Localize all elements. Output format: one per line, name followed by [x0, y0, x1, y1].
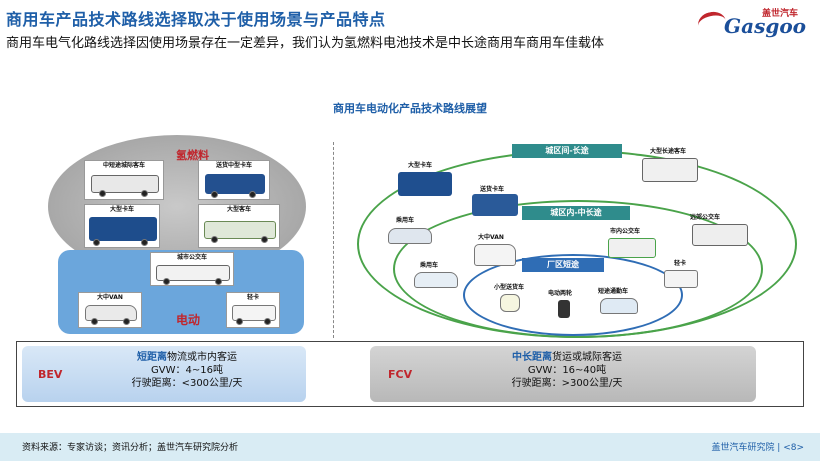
vehicle-label: 大中VAN [478, 234, 504, 241]
wheel-icon [211, 236, 218, 243]
bev-line-1-rest: 物流或市内客运 [167, 352, 237, 363]
gasgoo-logo: 盖世汽车 Gasgoo [696, 4, 806, 42]
wheel-icon [123, 318, 130, 325]
wheel-icon [163, 278, 170, 285]
vehicle-card-heavy-truck: 大型卡车 [84, 204, 160, 248]
vehicle-card-large-bus: 大型客车 [198, 204, 280, 248]
vehicle-label: 轻卡 [674, 260, 687, 267]
mini-delivery-icon [500, 294, 520, 312]
electric-label: 电动 [176, 313, 201, 327]
shuttle-icon [600, 298, 638, 314]
page-subtitle: 商用车电气化路线选择因使用场景存在一定差异，我们认为氢燃料电池技术是中长途商用车… [6, 36, 605, 51]
bev-line-1: 短距离物流或市内客运 [102, 351, 272, 364]
urban-mid-long-ring [393, 200, 763, 338]
truck-icon [89, 217, 157, 241]
fcv-label: FCV [388, 368, 413, 381]
vehicle-label: 小型送货车 [494, 284, 525, 291]
vehicle-card-city-bus: 城市公交车 [150, 252, 234, 286]
wheel-icon [99, 190, 106, 197]
bev-box [22, 346, 306, 402]
bev-line-2: GVW：4~16吨 [151, 365, 223, 376]
bev-highlight: 短距离 [137, 352, 167, 363]
vehicle-label: 大型卡车 [109, 206, 134, 213]
wheel-icon [91, 318, 98, 325]
truck-icon [472, 194, 518, 216]
bus-icon [156, 265, 230, 281]
van-icon [85, 305, 137, 321]
vehicle-label: 中短途城际客车 [102, 162, 145, 169]
bev-line-3: 行驶距离：<300公里/天 [131, 378, 243, 389]
wheel-icon [249, 191, 256, 198]
vehicle-card-intercity-bus: 中短途城际客车 [84, 160, 164, 200]
vehicle-label: 乘用车 [420, 262, 439, 269]
vehicle-label: 大中VAN [97, 294, 123, 301]
vehicle-label: 送货卡车 [480, 186, 505, 193]
vehicle-label: 市内公交车 [610, 228, 641, 235]
wheel-icon [261, 236, 268, 243]
fcv-line-1-rest: 货运或城际客运 [552, 352, 622, 363]
vehicle-label: 大型卡车 [408, 162, 433, 169]
fcv-line-1: 中长距离货运或城际客运 [482, 351, 652, 364]
fcv-line-2: GVW：16~40吨 [527, 365, 607, 376]
vehicle-label: 城市公交车 [176, 254, 207, 261]
fcv-line-3: 行驶距离：>300公里/天 [511, 378, 623, 389]
vehicle-label: 送货中型卡车 [215, 162, 252, 169]
zone-tag-campus: 厂区短途 [522, 258, 604, 272]
car-icon [388, 228, 432, 244]
diagram-title: 商用车电动化产品技术路线展望 [333, 102, 487, 115]
vehicle-label: 大型客车 [226, 206, 251, 213]
zone-tag-intercity: 城区间-长途 [512, 144, 622, 158]
vehicle-label: 大型长途客车 [650, 148, 687, 155]
bus-icon [91, 175, 159, 193]
light-truck-icon [232, 305, 276, 321]
zone-tag-urban: 城区内-中长途 [522, 206, 630, 220]
wheel-icon [236, 318, 243, 325]
vehicle-label: 乘用车 [396, 217, 415, 224]
vehicle-card-delivery-truck: 送货中型卡车 [198, 160, 270, 200]
vehicle-label: 远郊公交车 [690, 214, 721, 221]
diagram-divider [333, 142, 334, 338]
logo-subtext: 盖世汽车 [761, 9, 798, 19]
fcv-highlight: 中长距离 [512, 352, 552, 363]
vehicle-label: 短途通勤车 [598, 288, 629, 295]
coach-icon [642, 158, 698, 182]
truck-icon [398, 172, 452, 196]
bus-icon [608, 238, 656, 258]
light-truck-icon [664, 270, 698, 288]
wheel-icon [264, 318, 271, 325]
logo-wordmark: Gasgoo [724, 14, 806, 38]
wheel-icon [141, 239, 148, 246]
fcv-box [370, 346, 756, 402]
vehicle-card-light-truck: 轻卡 [226, 292, 280, 328]
wheel-icon [141, 190, 148, 197]
wheel-icon [215, 278, 222, 285]
bus-icon [204, 221, 276, 239]
page-title: 商用车产品技术路线选择取决于使用场景与产品特点 [6, 10, 386, 29]
truck-icon [205, 174, 265, 194]
footer-bar [0, 433, 820, 461]
vehicle-label: 轻卡 [246, 294, 259, 301]
bus-icon [692, 224, 748, 246]
campus-short-ring [463, 254, 683, 336]
vehicle-label: 电动两轮 [548, 290, 573, 297]
wheel-icon [93, 239, 100, 246]
bev-description: 短距离物流或市内客运 GVW：4~16吨 行驶距离：<300公里/天 [102, 351, 272, 390]
page-number: 盖世汽车研究院 | <8> [711, 443, 804, 453]
hydrogen-label: 氢燃料 [176, 149, 209, 162]
fcv-description: 中长距离货运或城际客运 GVW：16~40吨 行驶距离：>300公里/天 [482, 351, 652, 390]
van-icon [474, 244, 516, 266]
wheel-icon [211, 191, 218, 198]
bev-label: BEV [38, 368, 63, 381]
car-icon [414, 272, 458, 288]
vehicle-card-van: 大中VAN [78, 292, 142, 328]
source-note: 资料来源：专家访谈；资讯分析；盖世汽车研究院分析 [22, 443, 239, 453]
two-wheeler-icon [558, 300, 570, 318]
